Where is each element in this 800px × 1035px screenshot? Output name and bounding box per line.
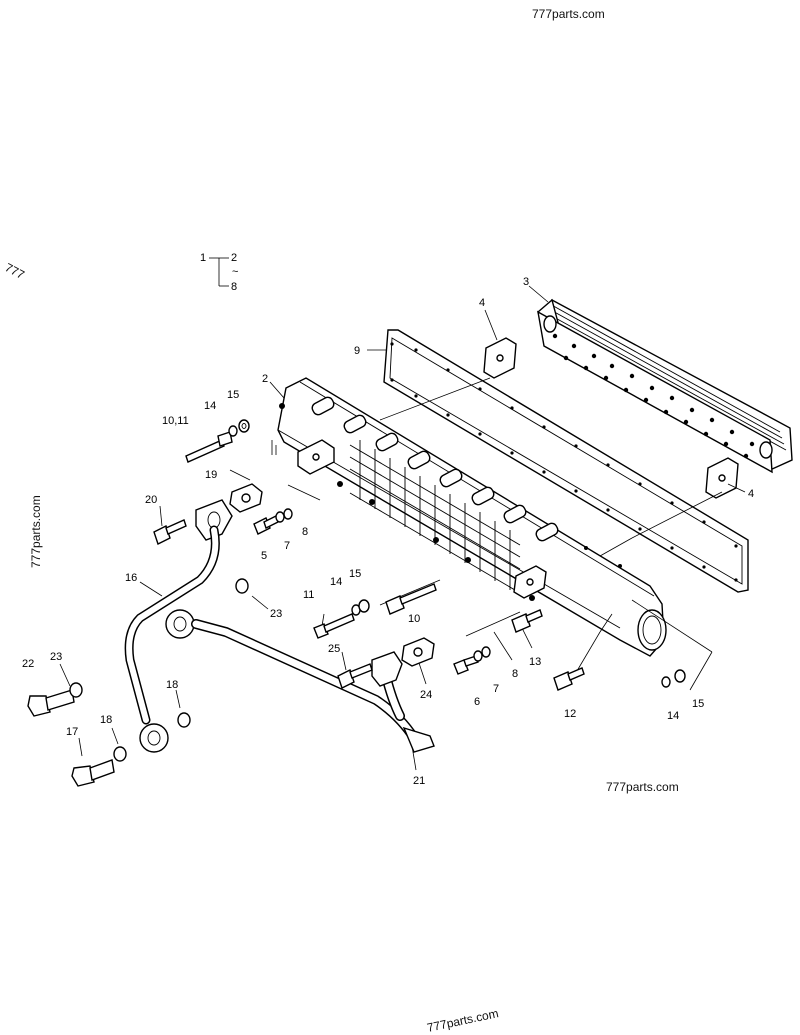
callout-13: 13 [529, 656, 541, 668]
callout-12: 12 [564, 708, 576, 720]
label-2-group: 2 [231, 252, 237, 264]
oil-tube-16 [124, 499, 233, 753]
washer-8-upper [283, 508, 293, 520]
callout-10: 10 [408, 613, 420, 625]
stud-bolt-upper [185, 431, 233, 463]
oil-cooler-core [537, 298, 793, 474]
callout-2: 2 [262, 373, 268, 385]
label-range-sep: ~ [232, 266, 238, 278]
callout-9: 9 [354, 345, 360, 357]
callout-8-lower: 8 [512, 668, 518, 680]
washer-15-upper [238, 419, 250, 433]
oil-cooler-housing [277, 377, 667, 657]
callout-20: 20 [145, 494, 157, 506]
callout-24: 24 [420, 689, 432, 701]
gasket [383, 329, 749, 593]
watermark-edge-left: 777 [3, 260, 28, 282]
banjo-bolt-22 [27, 689, 75, 717]
washer-23-right [235, 578, 249, 594]
bolt-5-upper [253, 515, 279, 535]
callout-14-lower: 14 [667, 710, 679, 722]
watermark-mid: 777parts.com [606, 780, 679, 794]
callout-3: 3 [523, 276, 529, 288]
callout-18-upper: 18 [166, 679, 178, 691]
callout-15-upper: 15 [227, 389, 239, 401]
group-indicator: 1 2 ~ 8 [200, 252, 238, 293]
callout-11: 11 [303, 589, 314, 601]
callout-10-11: 10,11 [162, 415, 189, 427]
cover-plate-upper [483, 337, 517, 379]
callout-15-lower: 15 [692, 698, 704, 710]
stud-11-lower [313, 613, 355, 639]
nut-14-upper [228, 425, 238, 437]
washer-8-lower [481, 646, 491, 658]
watermark-top: 777parts.com [532, 7, 605, 21]
washer-7-upper [275, 511, 285, 523]
washer-18-right [177, 712, 191, 728]
callout-21: 21 [413, 775, 425, 787]
callout-14-upper: 14 [204, 400, 216, 412]
washer-15-lower [674, 669, 686, 683]
watermark-left: 777parts.com [29, 495, 43, 568]
callout-8-upper: 8 [302, 526, 308, 538]
callout-18-lower: 18 [100, 714, 112, 726]
callout-4-upper: 4 [479, 297, 485, 309]
callout-17: 17 [66, 726, 78, 738]
bolt-10 [385, 583, 437, 615]
bolt-13 [511, 609, 543, 633]
callout-14-mid: 14 [330, 576, 342, 588]
watermark-bottom: 777parts.com [426, 1006, 500, 1035]
callout-7-upper: 7 [284, 540, 290, 552]
washer-18-left [113, 746, 127, 762]
bolt-25 [337, 663, 373, 689]
banjo-bolt-17 [71, 759, 115, 787]
label-1: 1 [200, 252, 206, 264]
callout-15-mid: 15 [349, 568, 361, 580]
callout-4-lower: 4 [748, 488, 754, 500]
flange-gasket-19 [229, 483, 263, 513]
nut-14-lower [661, 676, 671, 688]
washer-23-left [69, 682, 83, 698]
oil-tube-21 [165, 609, 435, 753]
callout-7-lower: 7 [493, 683, 499, 695]
callout-5: 5 [261, 550, 267, 562]
washer-7-lower [473, 650, 483, 662]
label-8-group: 8 [231, 281, 237, 293]
callout-23-left: 23 [50, 651, 62, 663]
callout-6: 6 [474, 696, 480, 708]
bolt-12 [553, 667, 585, 691]
callout-19: 19 [205, 469, 217, 481]
callout-23-right: 23 [270, 608, 282, 620]
flange-gasket-24 [401, 637, 435, 667]
bolt-20 [153, 519, 187, 545]
callout-16: 16 [125, 572, 137, 584]
washer-15-mid [358, 599, 370, 613]
part-labels: 2 3 4 4 5 6 7 7 8 8 9 10 10,11 11 12 13 … [22, 276, 754, 787]
callout-25: 25 [328, 643, 340, 655]
callout-22: 22 [22, 658, 34, 670]
